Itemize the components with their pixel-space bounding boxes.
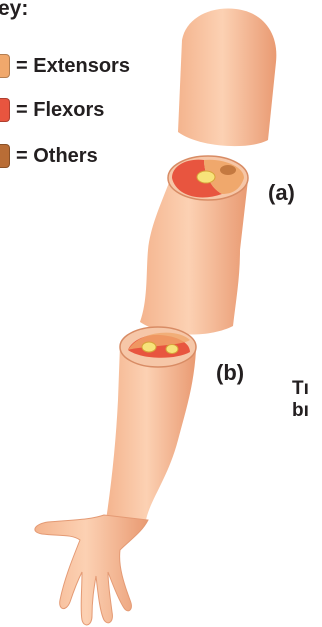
side-text-line-2: bı <box>292 400 309 422</box>
forearm-bone-1 <box>142 342 156 352</box>
label-forearm: (b) <box>216 360 244 386</box>
upper-arm-bone <box>197 171 215 183</box>
forearm-bone-2 <box>166 345 178 354</box>
upper-arm-other <box>220 165 236 175</box>
side-text-line-1: Tı <box>292 378 309 400</box>
label-upper-arm: (a) <box>268 180 295 206</box>
forearm-segment <box>106 345 196 520</box>
hand <box>35 515 148 625</box>
upper-arm-segment <box>140 180 248 335</box>
shoulder-segment <box>178 9 276 147</box>
